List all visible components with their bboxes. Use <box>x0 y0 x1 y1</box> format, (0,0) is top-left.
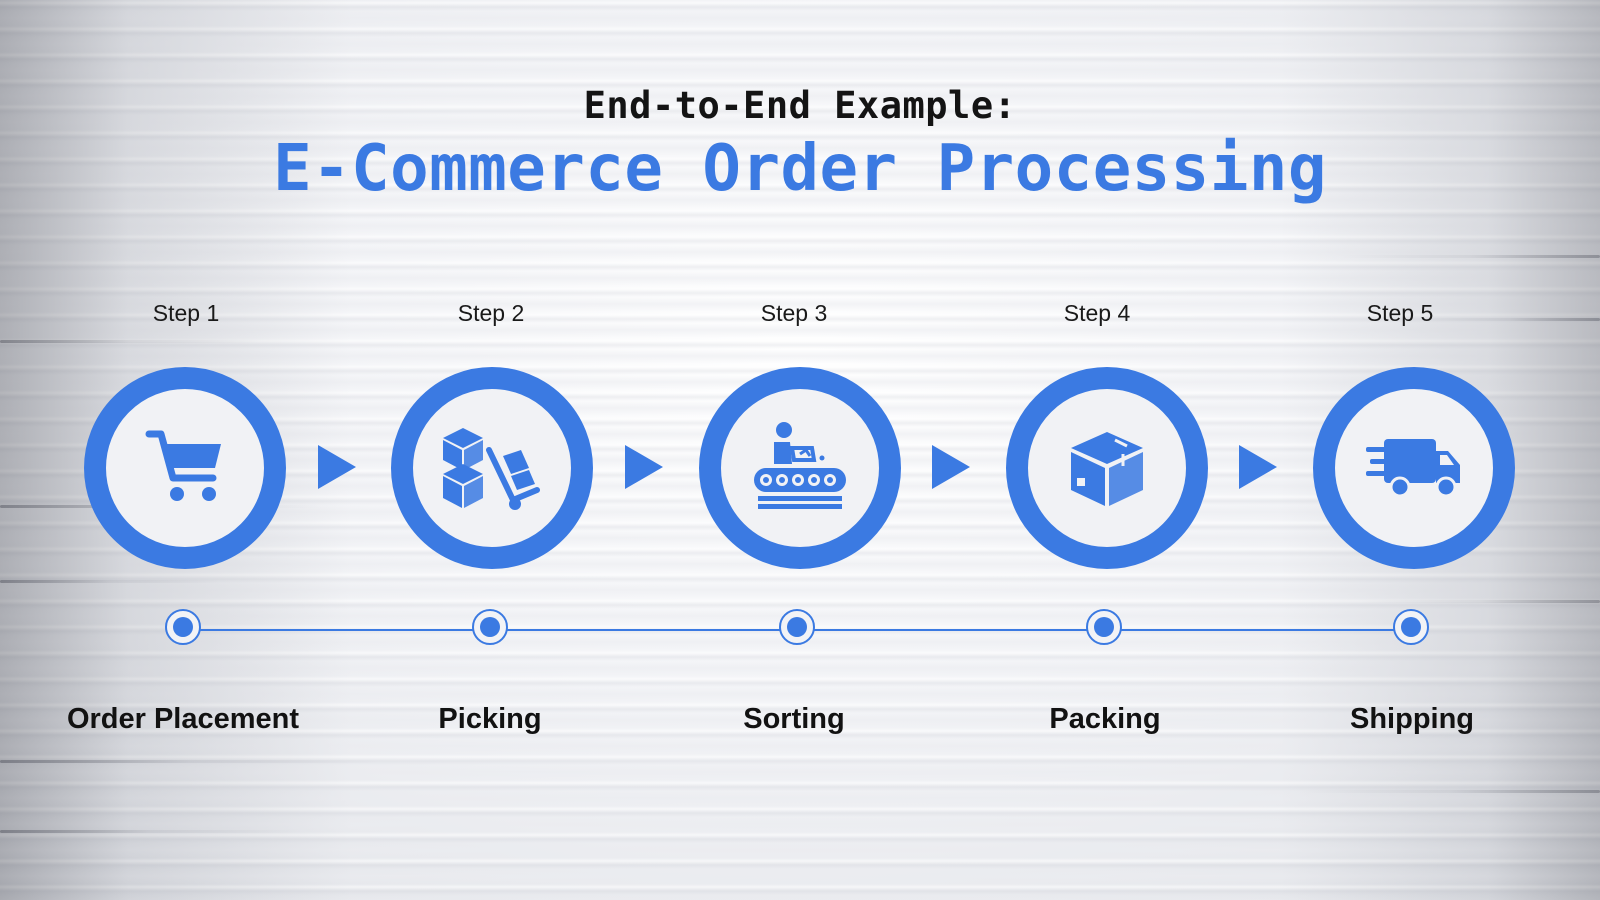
step-2-circle <box>391 367 593 569</box>
arrow-right-icon <box>932 445 970 489</box>
step-label-1: Step 1 <box>152 300 220 326</box>
package-box-icon <box>1071 432 1143 506</box>
stage-name-3: Sorting <box>743 703 845 735</box>
step-5-circle <box>1313 367 1515 569</box>
timeline-dot-3 <box>779 609 815 645</box>
page-pretitle: End-to-End Example: <box>583 84 1017 127</box>
step-label-5: Step 5 <box>1366 300 1434 326</box>
timeline-dot-1 <box>165 609 201 645</box>
background-streak <box>0 760 380 763</box>
timeline-dot-5 <box>1393 609 1429 645</box>
step-label-4: Step 4 <box>1063 300 1131 326</box>
step-label-2: Step 2 <box>457 300 525 326</box>
step-4-circle <box>1006 367 1208 569</box>
page-title: E-Commerce Order Processing <box>273 132 1327 206</box>
conveyor-worker-icon <box>754 422 846 509</box>
background-streak <box>1420 318 1600 321</box>
arrow-right-icon <box>1239 445 1277 489</box>
boxes-hand-truck-icon <box>443 428 540 510</box>
stage-name-2: Picking <box>438 703 542 735</box>
step-3-circle <box>699 367 901 569</box>
background-streak <box>0 580 220 583</box>
step-1-circle <box>84 367 286 569</box>
shopping-cart-icon <box>145 430 221 501</box>
background-streak <box>1340 255 1600 258</box>
step-label-3: Step 3 <box>760 300 828 326</box>
timeline-dot-2 <box>472 609 508 645</box>
timeline-dot-4 <box>1086 609 1122 645</box>
delivery-truck-icon <box>1366 439 1460 498</box>
background-streak <box>1300 790 1600 793</box>
background-streak <box>1360 600 1600 603</box>
background-streak <box>0 830 300 833</box>
stage-name-4: Packing <box>1049 703 1161 735</box>
stage-name-1: Order Placement <box>66 703 300 735</box>
arrow-right-icon <box>625 445 663 489</box>
stage-name-5: Shipping <box>1349 703 1475 735</box>
arrow-right-icon <box>318 445 356 489</box>
background-streak <box>0 340 260 343</box>
